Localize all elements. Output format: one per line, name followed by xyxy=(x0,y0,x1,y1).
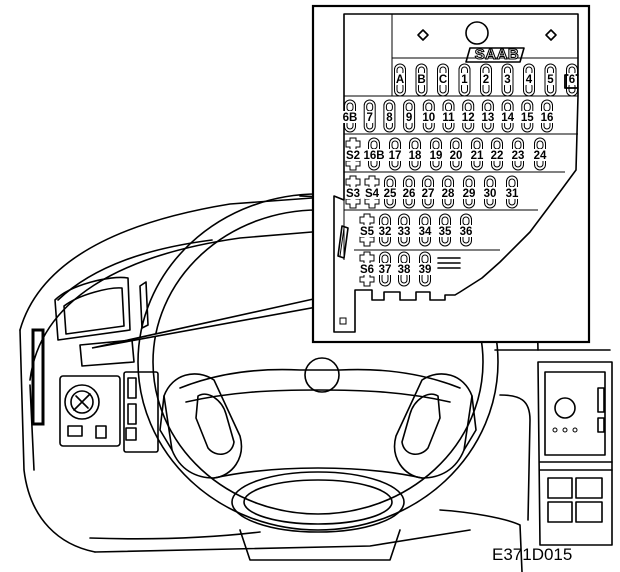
saab-logo: SAAB xyxy=(475,46,520,63)
fuse-label-4: 4 xyxy=(526,74,533,86)
fuse-label-27: 27 xyxy=(422,188,435,200)
relay-slot-icon xyxy=(337,225,349,259)
fuse-label-c: C xyxy=(439,74,447,86)
fuse-label-18: 18 xyxy=(409,150,422,162)
fuse-label-s6: S6 xyxy=(360,264,374,276)
fuse-label-13: 13 xyxy=(482,112,495,124)
fuse-label-6: 6 xyxy=(569,74,575,86)
fuse-label-37: 37 xyxy=(379,264,392,276)
fuse-label-3: 3 xyxy=(504,74,510,86)
fuse-label-7: 7 xyxy=(366,112,372,124)
fuse-label-6b: 6B xyxy=(343,112,358,124)
callout-pointer xyxy=(91,297,324,349)
fuse-label-25: 25 xyxy=(384,188,397,200)
fuse-label-a: A xyxy=(396,74,404,86)
fuse-label-14: 14 xyxy=(501,112,514,124)
fuse-label-9: 9 xyxy=(406,112,412,124)
fuse-label-21: 21 xyxy=(471,150,484,162)
fuse-label-39: 39 xyxy=(419,264,432,276)
fuse-label-17: 17 xyxy=(389,150,402,162)
fuse-label-36: 36 xyxy=(460,226,473,238)
fuse-label-s2: S2 xyxy=(346,150,360,162)
figure-code: E371D015 xyxy=(492,545,572,564)
fuse-label-20: 20 xyxy=(450,150,463,162)
fuse-label-5: 5 xyxy=(547,74,554,86)
fuse-label-8: 8 xyxy=(386,112,393,124)
fuse-label-16: 16 xyxy=(541,112,554,124)
fuse-7 xyxy=(363,99,376,133)
fuse-label-29: 29 xyxy=(463,188,476,200)
fuse-label-16b: 16B xyxy=(363,150,384,162)
fuse-label-24: 24 xyxy=(534,150,547,162)
fuse-label-11: 11 xyxy=(442,112,455,124)
fuse-label-b: B xyxy=(417,74,425,86)
fuse-label-38: 38 xyxy=(398,264,411,276)
fuse-label-2: 2 xyxy=(483,74,489,86)
fuse-label-35: 35 xyxy=(439,226,452,238)
fuse-label-s5: S5 xyxy=(360,226,375,238)
fuse-label-31: 31 xyxy=(506,188,519,200)
fuse-label-23: 23 xyxy=(512,150,525,162)
fuse-label-15: 15 xyxy=(521,112,534,124)
fuse-label-10: 10 xyxy=(422,112,435,124)
fuse-label-32: 32 xyxy=(379,226,392,238)
headlight-switch-icon xyxy=(64,384,100,420)
fuse-label-19: 19 xyxy=(430,150,443,162)
fuse-label-s3: S3 xyxy=(346,188,360,200)
fuse-label-30: 30 xyxy=(484,188,497,200)
fuse-label-34: 34 xyxy=(419,226,432,238)
fuse-label-28: 28 xyxy=(442,188,455,200)
fuse-label-1: 1 xyxy=(461,74,468,86)
fuse-label-22: 22 xyxy=(491,150,504,162)
fuse-label-26: 26 xyxy=(403,188,416,200)
fuse-label-12: 12 xyxy=(462,112,475,124)
fuse-label-s4: S4 xyxy=(365,188,380,200)
fuse-label-33: 33 xyxy=(398,226,411,238)
